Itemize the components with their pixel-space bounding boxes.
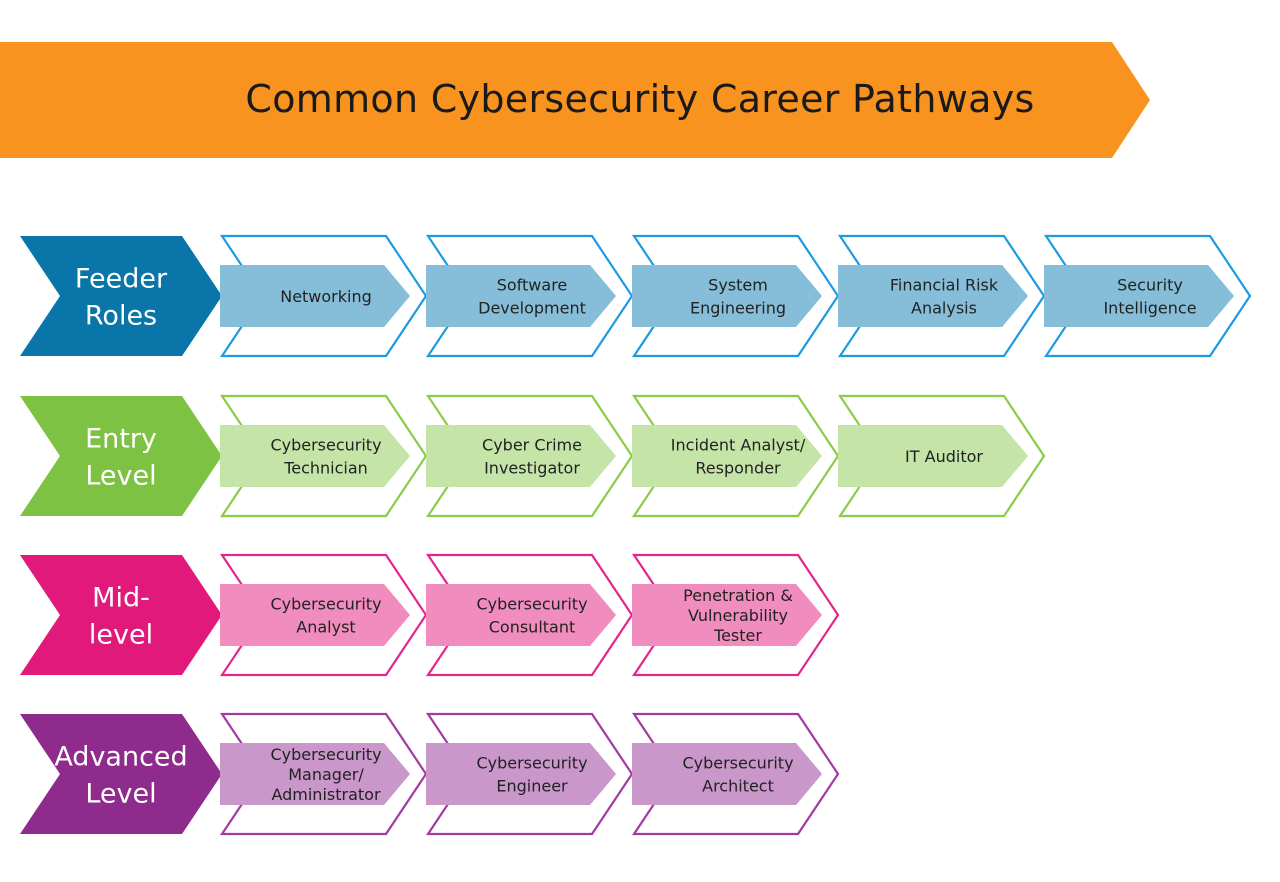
role-label-line: Cybersecurity — [476, 595, 587, 614]
level-label-line: Mid- — [92, 583, 150, 614]
title-banner-arrow — [0, 42, 1150, 158]
role-chevron-fill — [632, 265, 822, 327]
level-label-line: level — [89, 620, 153, 651]
level-label-line: Level — [85, 461, 156, 492]
role-label-line: Cybersecurity — [476, 754, 587, 773]
role-label-line: Architect — [702, 777, 774, 796]
role-chevron-fill — [838, 425, 1028, 487]
role-chevron-fill — [220, 584, 410, 646]
role-label-line: Cybersecurity — [270, 745, 381, 764]
role-label-line: Incident Analyst/ — [671, 436, 806, 455]
role-label-line: Tester — [713, 626, 762, 645]
level-header-chevron — [20, 236, 222, 356]
role-label-line: System — [708, 276, 768, 295]
role-label-line: Financial Risk — [890, 276, 999, 295]
role-chevron-fill — [220, 425, 410, 487]
role-label-line: Analyst — [296, 618, 355, 637]
level-label-line: Advanced — [54, 742, 187, 773]
role-chevron-fill — [426, 425, 616, 487]
role-label-line: Manager/ — [288, 765, 364, 784]
role-label-line: Development — [478, 299, 586, 318]
level-label-line: Level — [85, 779, 156, 810]
role-chevron-fill — [838, 265, 1028, 327]
role-label-line: Cybersecurity — [270, 436, 381, 455]
level-row-advanced-level: AdvancedLevelCybersecurityManager/Admini… — [20, 712, 840, 836]
role-label-line: Vulnerability — [688, 606, 788, 625]
level-header-chevron — [20, 714, 222, 834]
role-label-line: Responder — [695, 459, 781, 478]
role-chevron-fill — [1044, 265, 1234, 327]
role-label-line: Technician — [283, 459, 368, 478]
role-label-line: Intelligence — [1103, 299, 1196, 318]
level-row-mid-level: Mid-levelCybersecurityAnalystCybersecuri… — [20, 553, 840, 677]
role-chevron-fill — [426, 584, 616, 646]
role-label-line: Penetration & — [683, 586, 793, 605]
role-label-line: Engineer — [496, 777, 568, 796]
title-banner: Common Cybersecurity Career Pathways — [0, 42, 1150, 158]
level-label-line: Feeder — [75, 264, 168, 295]
role-label-line: Administrator — [271, 785, 380, 804]
role-label-line: Analysis — [911, 299, 977, 318]
role-label-line: Cybersecurity — [270, 595, 381, 614]
role-chevron-fill — [220, 743, 410, 805]
role-chevron-networking: Networking — [219, 234, 428, 358]
role-label-line: IT Auditor — [905, 447, 983, 466]
role-label-line: Cyber Crime — [482, 436, 582, 455]
role-chevron-fill — [632, 743, 822, 805]
page-title: Common Cybersecurity Career Pathways — [245, 77, 1034, 121]
role-chevron-fill — [632, 425, 822, 487]
role-chevron-fill — [426, 743, 616, 805]
role-label-line: Consultant — [489, 618, 576, 637]
role-chevron-it-auditor: IT Auditor — [837, 394, 1046, 518]
role-chevron-fill — [220, 265, 410, 327]
role-chevron-fill — [426, 265, 616, 327]
level-label-line: Roles — [85, 301, 157, 332]
role-label-line: Engineering — [690, 299, 786, 318]
level-label-line: Entry — [85, 424, 157, 455]
role-label-line: Networking — [280, 287, 372, 306]
role-chevron-incident-analyst-responder: Incident Analyst/Responder — [631, 394, 840, 518]
level-header-chevron — [20, 555, 222, 675]
role-label-line: Software — [497, 276, 568, 295]
level-header-chevron — [20, 396, 222, 516]
role-chevron-fill — [632, 584, 822, 646]
role-label-line: Investigator — [484, 459, 580, 478]
role-label-line: Cybersecurity — [682, 754, 793, 773]
role-label-line: Security — [1117, 276, 1183, 295]
